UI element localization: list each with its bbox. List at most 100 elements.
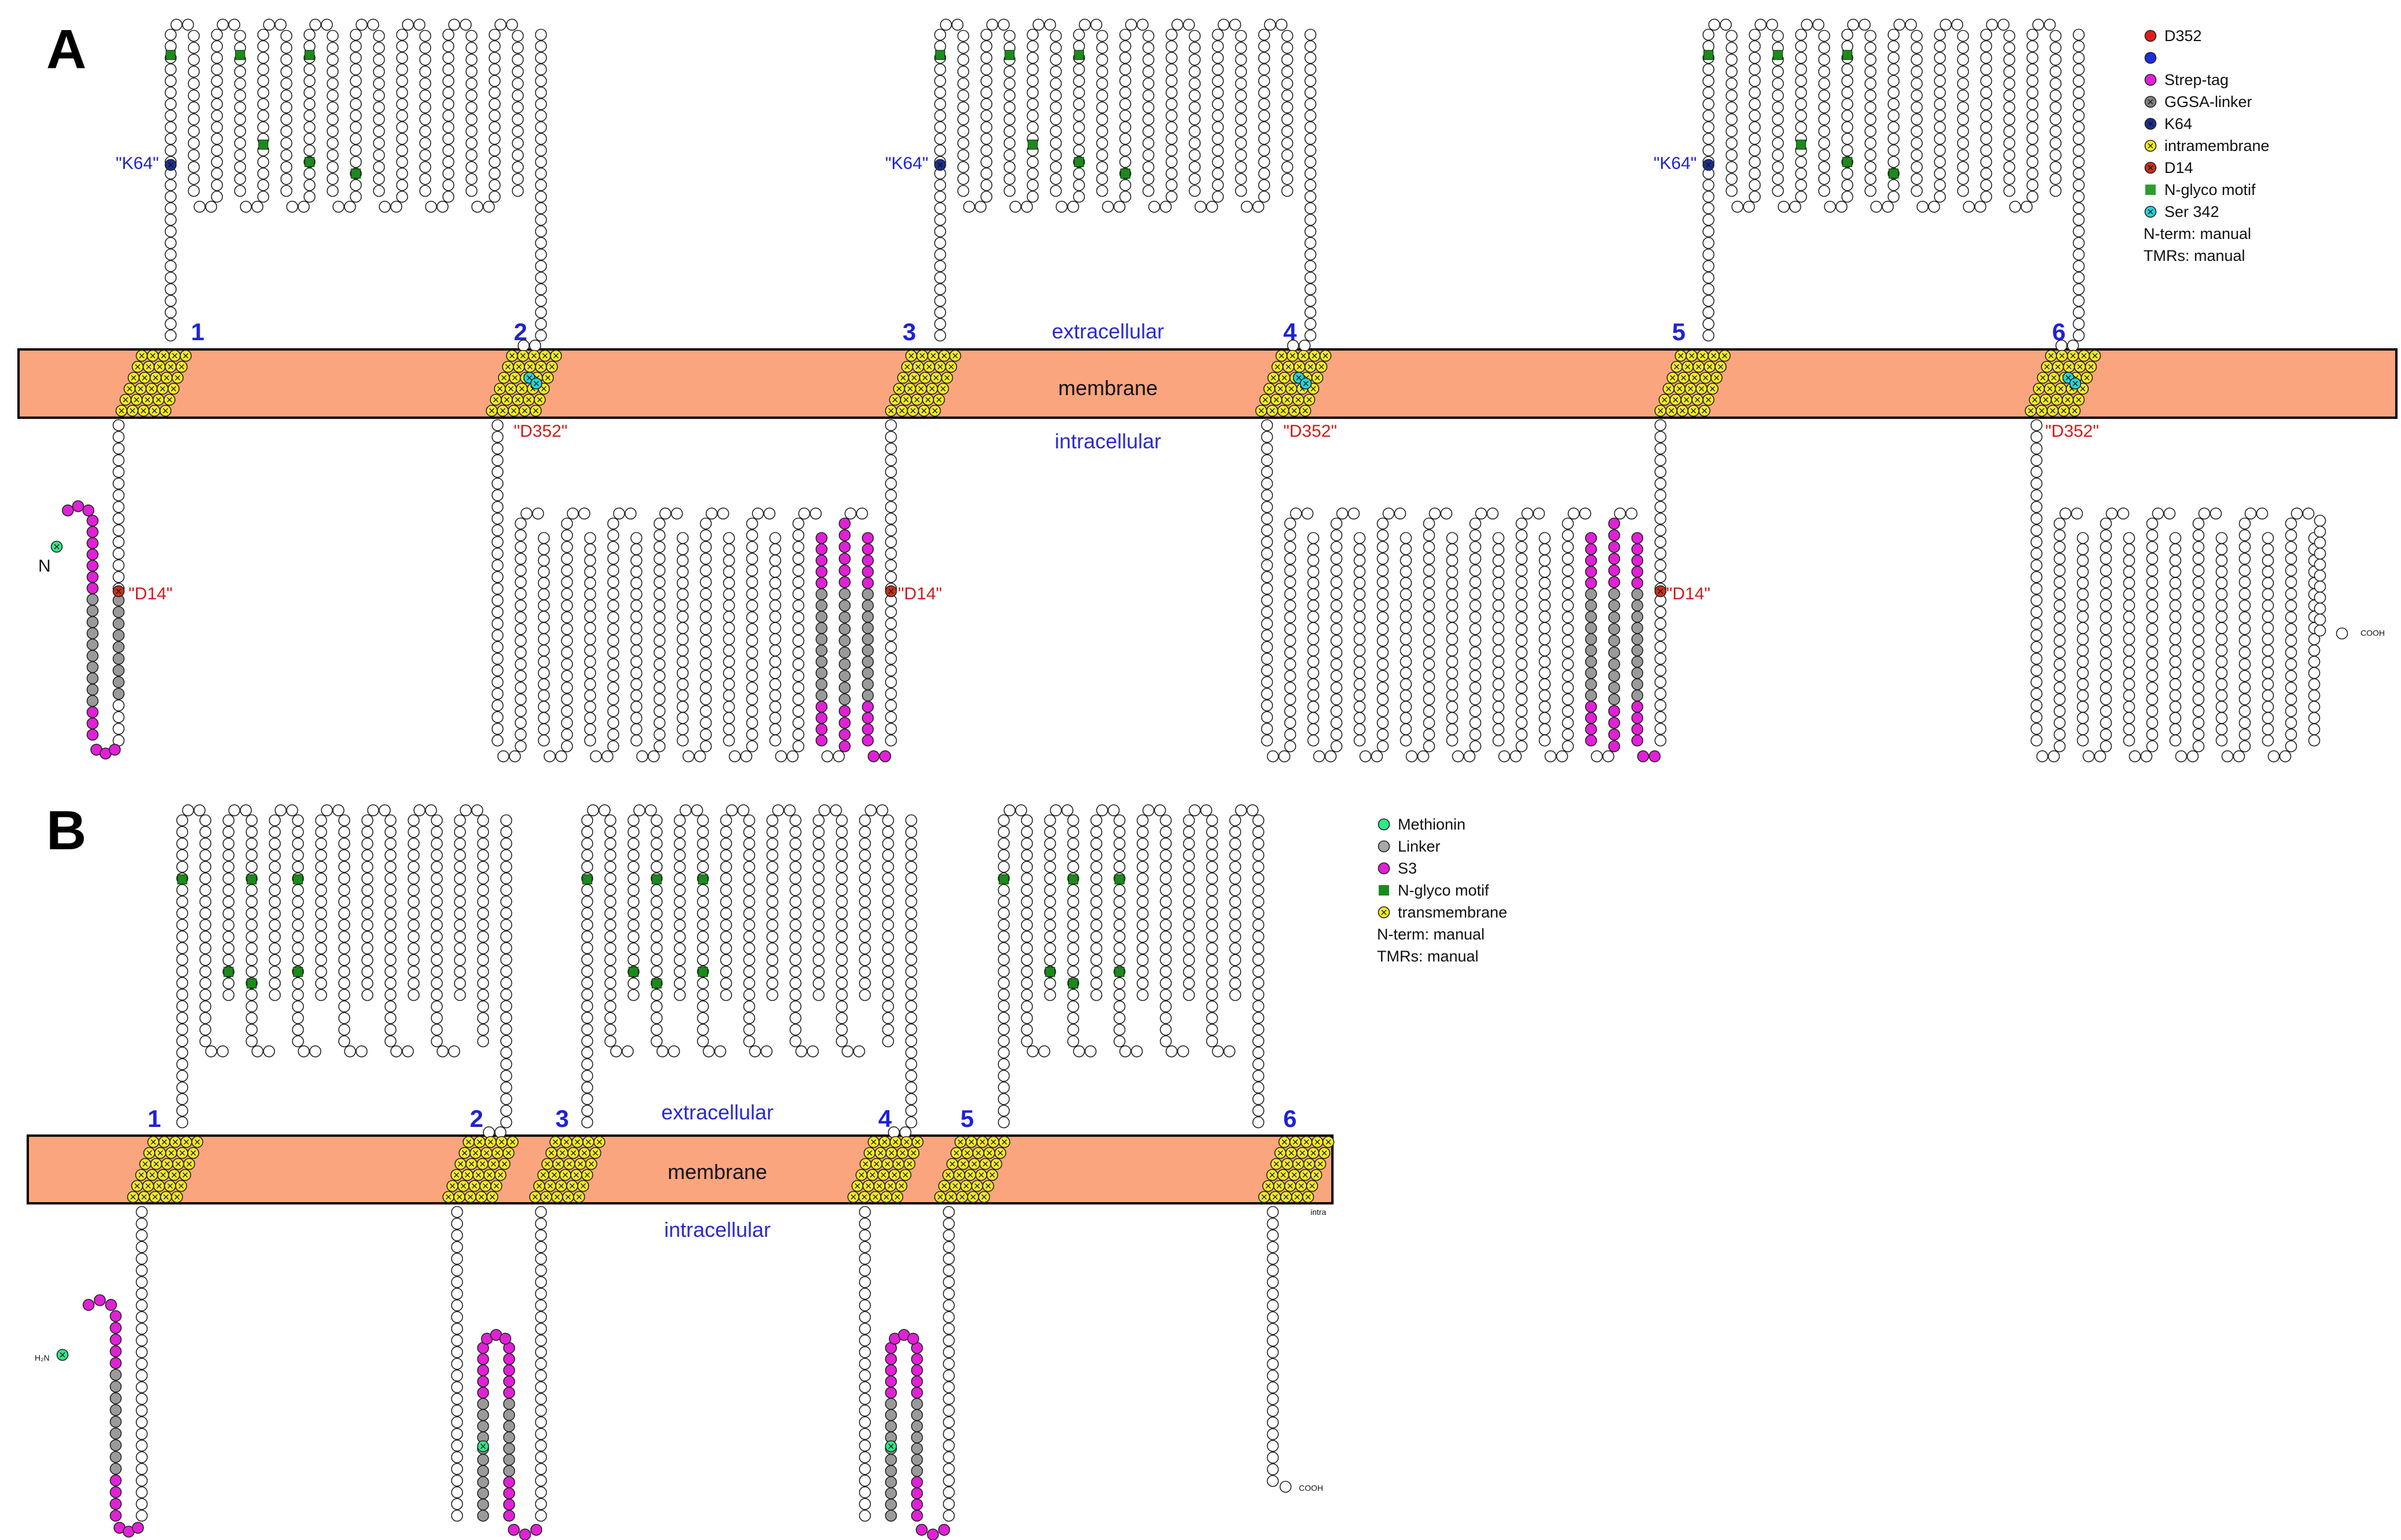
extracellular-residue — [1934, 75, 1946, 87]
c-term-residue — [1266, 1311, 1279, 1324]
extracellular-residue — [905, 826, 918, 838]
extracellular-residue — [1252, 849, 1265, 861]
intracellular-residue — [2152, 507, 2164, 520]
extracellular-residue — [211, 167, 223, 180]
extracellular-residue — [297, 1045, 310, 1058]
intracellular-residue — [859, 1311, 871, 1323]
intracellular-residue — [2262, 734, 2274, 747]
tm-helix-1-mark — [153, 375, 159, 381]
extracellular-residue — [511, 30, 524, 42]
extracellular-residue — [1113, 1012, 1126, 1025]
intracellular-residue — [451, 1416, 463, 1428]
tm-helix-4-mark — [1295, 397, 1301, 403]
extracellular-residue — [257, 75, 270, 87]
extracellular-residue — [164, 225, 177, 238]
extracellular-residue — [1159, 1012, 1172, 1025]
tm-helix-4-mark — [1266, 386, 1272, 392]
extracellular-residue — [234, 125, 246, 138]
extracellular-residue — [349, 179, 362, 191]
extracellular-residue — [1183, 838, 1195, 850]
intracellular-residue — [2123, 532, 2135, 544]
extracellular-residue — [1258, 28, 1271, 41]
tm-helix-5-mark — [974, 1183, 980, 1189]
intracellular-residue — [1654, 664, 1667, 677]
extracellular-residue — [1702, 260, 1715, 272]
extracellular-residue — [1957, 89, 1969, 102]
extracellular-residue — [1235, 137, 1247, 149]
extracellular-residue — [997, 942, 1010, 955]
extracellular-residue — [604, 966, 617, 978]
intracellular-residue — [1330, 728, 1343, 740]
extracellular-residue — [176, 1012, 189, 1024]
extracellular-residue — [1096, 113, 1109, 126]
extracellular-residue — [454, 861, 466, 873]
tm-helix-6-mark — [2066, 364, 2072, 370]
intracellular-residue — [859, 1381, 871, 1394]
intracellular-residue — [859, 1451, 871, 1464]
intracellular-residue — [636, 750, 649, 762]
tm-helix-1-mark — [161, 353, 167, 359]
intracellular-residue — [1469, 552, 1482, 565]
intracellular-residue — [1446, 667, 1459, 679]
extracellular-residue — [905, 1081, 918, 1094]
linker-residue — [503, 1487, 515, 1500]
intracellular-residue — [2030, 688, 2043, 700]
intracellular-residue — [2053, 740, 2066, 753]
intracellular-residue — [1284, 693, 1297, 706]
extracellular-residue — [176, 1104, 189, 1117]
extracellular-residue — [2026, 132, 2039, 145]
tm-helix-2-mark — [553, 353, 559, 359]
panel-b-membrane-label: membrane — [668, 1160, 767, 1184]
tm-helix-3-mark — [910, 408, 916, 414]
extracellular-residue — [187, 173, 200, 185]
intracellular-residue — [1469, 611, 1482, 624]
strep-linker-residue — [86, 616, 99, 628]
extracellular-residue — [957, 101, 970, 113]
extracellular-residue — [2026, 144, 2039, 157]
extracellular-residue — [2003, 78, 2016, 90]
extracellular-residue — [1021, 989, 1033, 1001]
tm-helix-4-mark — [870, 1172, 875, 1178]
extracellular-residue — [1702, 63, 1715, 76]
extracellular-residue — [1136, 977, 1149, 990]
intracellular-residue — [2238, 588, 2251, 600]
tm-helix-3-mark — [896, 386, 902, 392]
tm-helix-4-mark — [1323, 353, 1328, 359]
extracellular-residue — [164, 75, 177, 87]
extracellular-residue — [245, 954, 258, 966]
linker-residue — [477, 1476, 489, 1489]
intracellular-residue — [451, 1486, 463, 1498]
extracellular-residue — [454, 896, 466, 908]
extracellular-residue — [280, 173, 293, 185]
linker-residue — [885, 1387, 897, 1399]
tm-helix-1-mark — [168, 364, 174, 370]
extracellular-residue — [1748, 63, 1761, 76]
methionine-residue-mark — [888, 1443, 894, 1449]
extracellular-residue — [257, 121, 270, 134]
intracellular-residue — [676, 712, 689, 724]
intracellular-residue — [1261, 430, 1273, 443]
intracellular-residue — [861, 577, 874, 590]
tm-helix-2-mark — [542, 353, 548, 359]
intracellular-residue — [740, 750, 753, 762]
extracellular-residue — [1754, 19, 1767, 31]
extracellular-residue — [2072, 109, 2085, 122]
intracellular-residue — [451, 1276, 463, 1288]
extracellular-residue — [454, 977, 466, 990]
extracellular-residue — [679, 804, 692, 816]
extracellular-residue — [1159, 942, 1172, 955]
intracellular-residue — [1330, 576, 1343, 588]
extracellular-residue — [1702, 271, 1715, 284]
tm-helix-2-mark — [472, 1183, 477, 1189]
extracellular-residue — [980, 28, 993, 41]
extracellular-residue — [1818, 89, 1831, 102]
intracellular-residue — [584, 577, 596, 590]
tm-helix-2-mark — [480, 1161, 485, 1167]
extracellular-residue — [1113, 826, 1126, 838]
extracellular-residue — [1090, 838, 1103, 850]
extracellular-residue — [1165, 51, 1178, 64]
extracellular-residue — [1096, 42, 1109, 54]
extracellular-residue — [650, 930, 663, 943]
extracellular-residue — [182, 804, 194, 816]
intracellular-residue — [514, 517, 527, 530]
